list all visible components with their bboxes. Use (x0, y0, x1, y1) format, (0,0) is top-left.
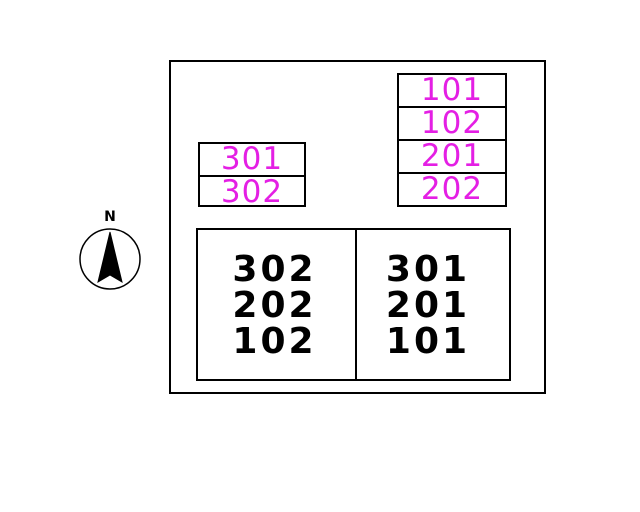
unit-label: 202 (232, 285, 317, 326)
building-outline: 302 202 102 301 201 101 (196, 228, 511, 381)
building-units-right: 301 201 101 (373, 252, 483, 360)
unit-label: 201 (385, 285, 471, 326)
mailbox-stack-right: 101 102 201 202 (397, 73, 507, 207)
mailbox-cell: 202 (420, 171, 484, 207)
unit-label: 301 (385, 249, 471, 290)
unit-label: 302 (232, 249, 317, 290)
building-units-left: 302 202 102 (222, 252, 327, 360)
building-divider (355, 230, 357, 379)
mailbox-cell: 101 (399, 75, 505, 108)
mailbox-cell: 301 (200, 144, 304, 177)
mailbox-cell: 102 (399, 108, 505, 141)
mailbox-cell: 302 (220, 174, 284, 210)
unit-label: 101 (385, 321, 471, 362)
north-arrow-icon: N (79, 209, 141, 290)
mailbox-stack-left: 301 302 (198, 142, 306, 210)
mailbox-cell: 201 (399, 141, 505, 174)
compass-label: N (104, 209, 116, 225)
unit-label: 102 (232, 321, 317, 362)
compass: N (78, 206, 142, 292)
compass-needle-left (97, 231, 111, 284)
site-boundary (169, 60, 546, 394)
